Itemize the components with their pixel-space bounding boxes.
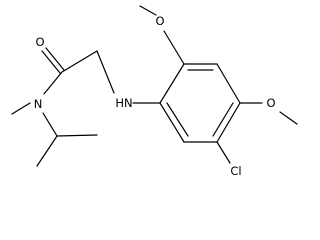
chemical-structure: O N HN O O Cl [11,5,298,178]
bond-ch2-nh [96,50,115,94]
bond-o4-methyl [279,111,298,125]
atom-label-carbonyl-oxygen: O [35,35,44,49]
atom-label-methoxy-oxygen-2: O [155,14,164,28]
bond-carbonyl-double-2 [45,47,65,71]
bond-isopropyl-methyl-left [36,135,58,167]
bond-isopropyl-methyl-right [56,134,98,137]
ring-bond-c4-c5 [216,102,241,143]
bond-carbonyl-ch2 [61,50,98,73]
atom-label-chlorine: Cl [230,164,241,178]
atom-label-methoxy-oxygen-4: O [266,96,275,110]
bond-n-methyl [11,102,31,115]
bond-carbonyl-n [43,71,63,95]
bond-carbonyl-double-1 [41,50,61,74]
ring-bond-c1-c2 [159,63,185,104]
bond-ring-cl [216,141,231,164]
bond-n-isopropyl [42,112,58,137]
bond-ring-o2 [163,30,185,65]
ring-inner-bond-2 [212,102,234,137]
ring-inner-bond-3 [166,102,189,137]
bond-o2-methyl [139,5,157,16]
ring-bond-c3-c4 [216,63,241,104]
atom-labels: O N HN O O Cl [34,14,276,178]
atom-label-amide-nitrogen: N [34,97,43,111]
ring-bond-c6-c1 [159,102,185,143]
bond-skeleton [11,5,298,167]
atom-label-amine-nitrogen: HN [115,96,132,110]
